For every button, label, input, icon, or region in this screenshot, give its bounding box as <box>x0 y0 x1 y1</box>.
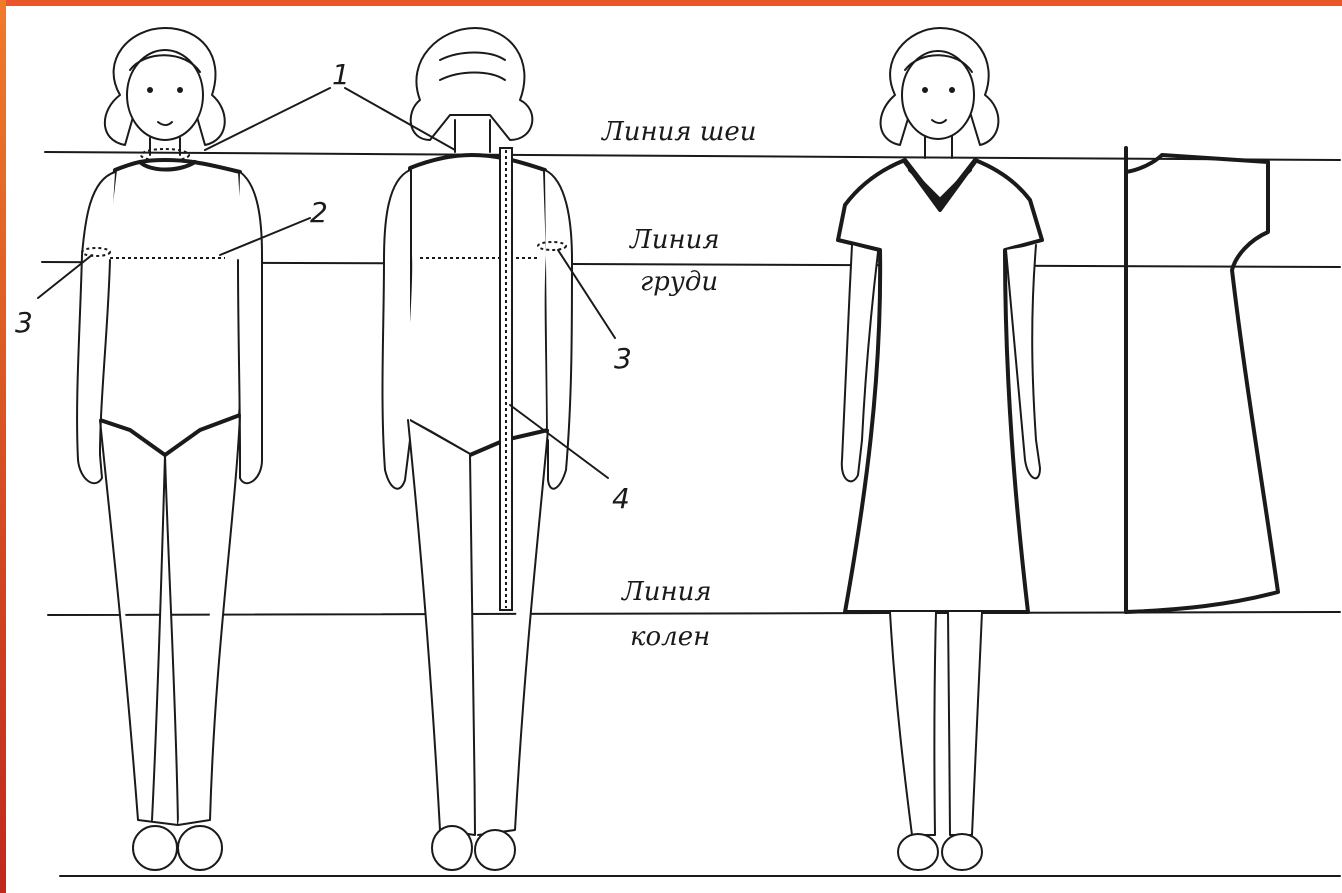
left-leg <box>100 420 178 825</box>
dress <box>838 160 1042 612</box>
marker-2: 2 <box>310 196 328 229</box>
hair-back <box>411 28 533 140</box>
leotard <box>99 160 245 455</box>
knee-line-label-1: Линия <box>620 577 712 607</box>
right-arm <box>238 172 262 483</box>
neck-line <box>45 152 1340 160</box>
neck-back <box>455 120 490 152</box>
marker-3-right: 3 <box>614 342 632 375</box>
eye <box>949 87 955 93</box>
shoe <box>133 826 177 870</box>
eye <box>922 87 928 93</box>
neck-line-label: Линия шеи <box>600 117 757 147</box>
shoe <box>432 826 472 870</box>
chest-line-label-1: Линия <box>628 225 720 255</box>
marker-3-left: 3 <box>15 306 33 339</box>
leotard-back <box>406 155 548 455</box>
chest-line-label-2: груди <box>640 267 718 297</box>
pattern-outline <box>1126 155 1278 612</box>
eye <box>147 87 153 93</box>
eye <box>177 87 183 93</box>
figure-front-dress <box>838 28 1042 870</box>
marker-4: 4 <box>612 482 630 515</box>
shoe <box>475 830 515 870</box>
marker-1: 1 <box>332 58 350 91</box>
shoe <box>898 834 938 870</box>
right-leg <box>178 415 240 825</box>
shoe <box>942 834 982 870</box>
face <box>902 51 974 139</box>
legs <box>890 612 982 835</box>
left-arm-back <box>382 170 410 489</box>
shoe <box>178 826 222 870</box>
knee-line-label-2: колен <box>630 622 710 652</box>
garment-pattern <box>1126 148 1278 612</box>
figure-front-leotard <box>77 28 262 870</box>
legs-back <box>408 420 548 835</box>
